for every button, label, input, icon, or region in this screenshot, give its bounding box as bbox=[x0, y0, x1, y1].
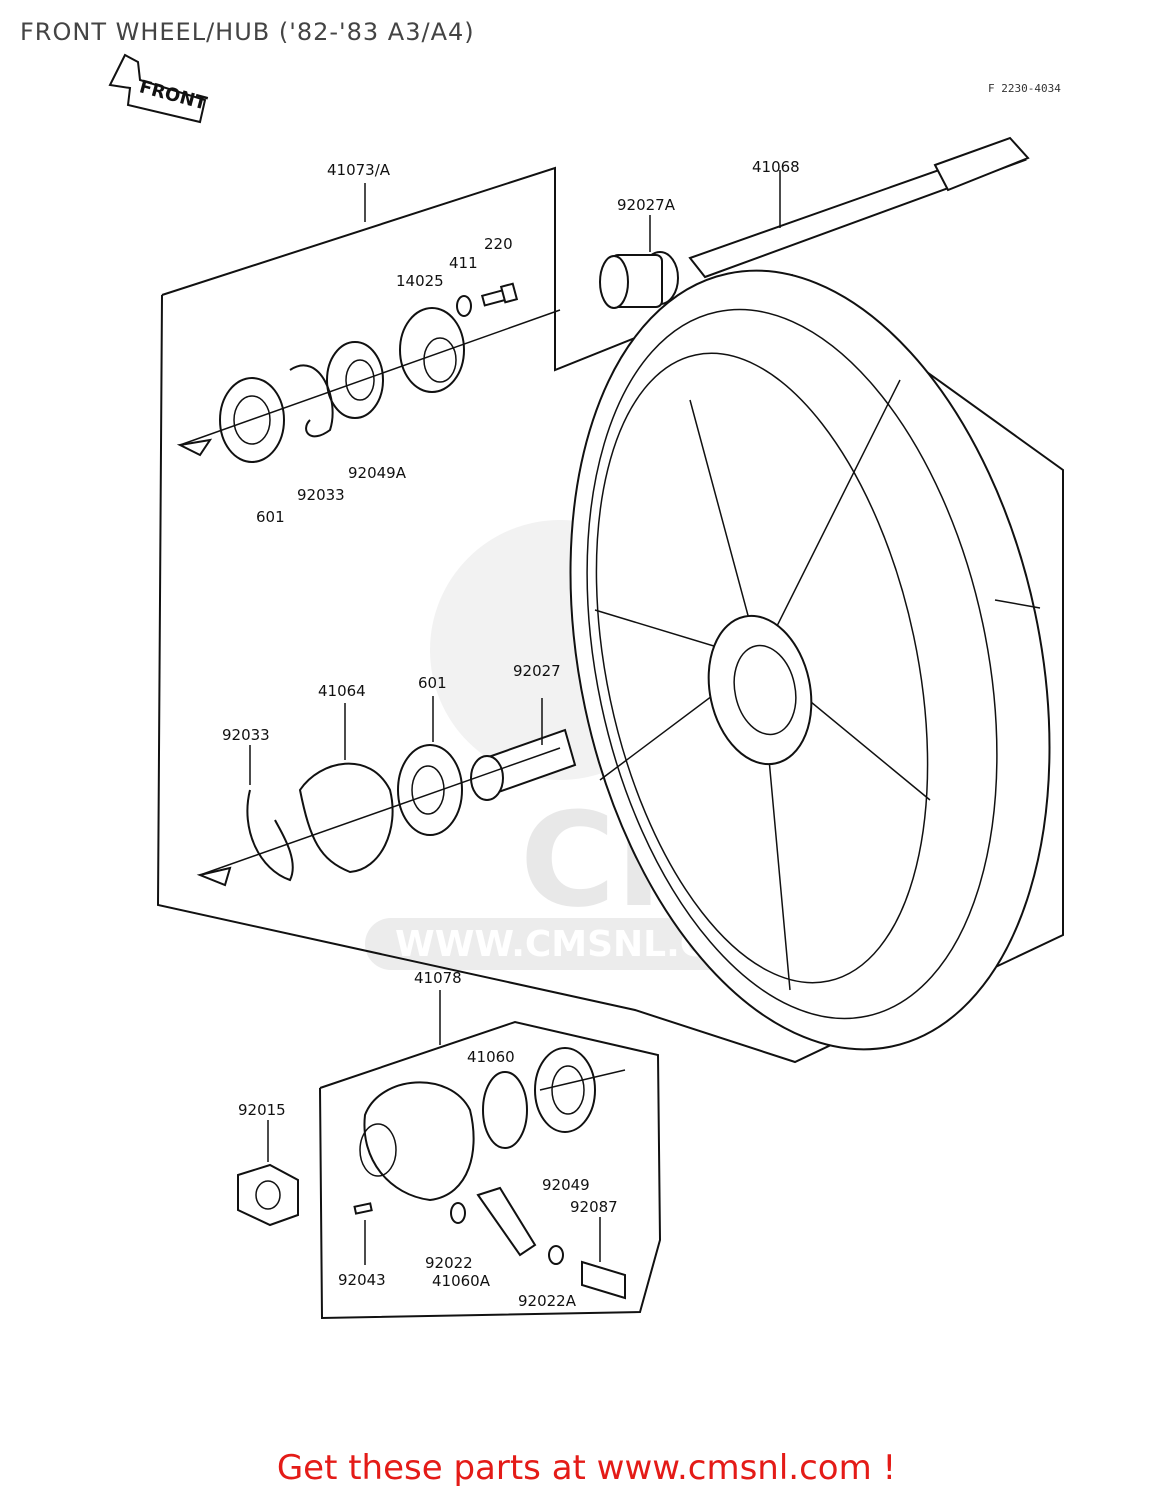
callout-92027a: 92027A bbox=[617, 196, 676, 214]
washer-92022 bbox=[450, 1202, 466, 1224]
front-wheel bbox=[569, 269, 1051, 1051]
callout-92033-lower: 92033 bbox=[222, 726, 270, 744]
callout-601-lower: 601 bbox=[418, 674, 447, 692]
plate-14025 bbox=[399, 307, 465, 393]
seal-92049 bbox=[534, 1047, 596, 1133]
washer-92022a bbox=[548, 1245, 564, 1265]
callout-92033-upper: 92033 bbox=[297, 486, 345, 504]
callout-92049a: 92049A bbox=[348, 464, 407, 482]
bolt-220 bbox=[480, 282, 519, 307]
callout-220: 220 bbox=[484, 235, 513, 253]
callout-411: 411 bbox=[449, 254, 478, 272]
callout-92043: 92043 bbox=[338, 1271, 386, 1289]
gear-41060 bbox=[482, 1071, 528, 1149]
spacer-92027 bbox=[470, 728, 577, 801]
bearing-601-lower bbox=[397, 744, 463, 836]
callout-41060: 41060 bbox=[467, 1048, 515, 1066]
callout-14025: 14025 bbox=[396, 272, 444, 290]
callout-41068: 41068 bbox=[752, 158, 800, 176]
callout-92022: 92022 bbox=[425, 1254, 473, 1272]
exploded-parts-diagram: CMS WWW.CMSNL.COM FRONT F 2230-4034 bbox=[108, 53, 1064, 1320]
callout-92049: 92049 bbox=[542, 1176, 590, 1194]
washer-411 bbox=[456, 295, 472, 317]
callout-41064: 41064 bbox=[318, 682, 366, 700]
callout-92087: 92087 bbox=[570, 1198, 618, 1216]
callout-92022a: 92022A bbox=[518, 1292, 577, 1310]
bushing-92087 bbox=[581, 1260, 626, 1300]
seal-92049a bbox=[326, 341, 384, 419]
callout-41073a: 41073/A bbox=[327, 161, 391, 179]
footer-cta-link[interactable]: Get these parts at www.cmsnl.com ! bbox=[276, 1448, 897, 1488]
diagram-code: F 2230-4034 bbox=[988, 82, 1061, 95]
pinion-41060a bbox=[476, 1186, 537, 1257]
callout-41078: 41078 bbox=[414, 969, 462, 987]
gearbox-frame bbox=[319, 1020, 662, 1320]
nut-92015 bbox=[237, 1163, 299, 1227]
gear-housing-41078 bbox=[359, 1081, 475, 1202]
front-arrow-icon: FRONT bbox=[108, 53, 210, 124]
circlip-92033-lower bbox=[246, 789, 294, 882]
circlip-92033-upper bbox=[289, 364, 334, 438]
page-title: FRONT WHEEL/HUB ('82-'83 A3/A4) bbox=[20, 18, 475, 46]
callout-92015: 92015 bbox=[238, 1101, 286, 1119]
assembly-frame bbox=[156, 166, 1064, 1064]
callout-92027: 92027 bbox=[513, 662, 561, 680]
collar-92027a bbox=[599, 251, 679, 309]
callout-601-upper: 601 bbox=[256, 508, 285, 526]
axle-41068 bbox=[688, 136, 1030, 279]
callout-41060a: 41060A bbox=[432, 1272, 491, 1290]
coupling-41064 bbox=[298, 762, 394, 874]
pin-92043 bbox=[353, 1202, 373, 1215]
